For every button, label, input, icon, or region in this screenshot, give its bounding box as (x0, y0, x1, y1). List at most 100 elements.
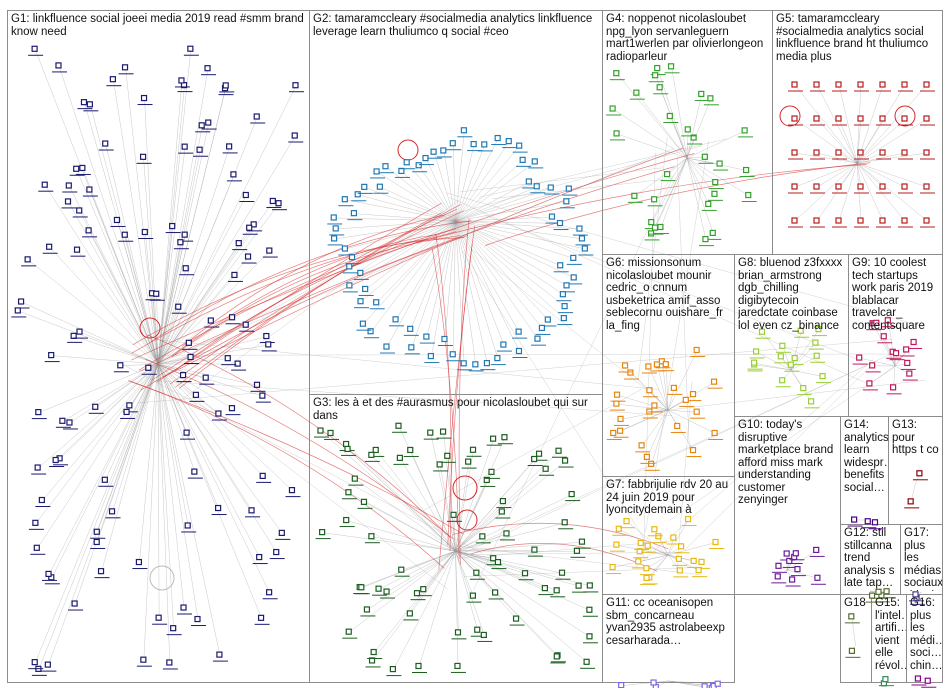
node-g1 (215, 410, 222, 417)
node-g1 (234, 360, 241, 367)
node-layer (11, 45, 937, 688)
node-g5 (813, 81, 820, 88)
edge (455, 550, 459, 633)
edge (423, 550, 456, 590)
node-g5 (835, 115, 842, 122)
edge (320, 430, 456, 552)
self-loop (894, 105, 916, 127)
edge (35, 363, 159, 524)
node-g2 (557, 262, 564, 269)
edge (455, 201, 567, 222)
edge (816, 84, 858, 164)
edge (616, 403, 669, 411)
edge (455, 220, 488, 364)
node-g10 (775, 562, 782, 569)
node-g2 (427, 352, 434, 360)
node-g6 (613, 391, 621, 398)
edge (145, 232, 159, 365)
node-g5 (835, 183, 842, 190)
edge (425, 158, 456, 222)
node-g5 (879, 115, 886, 122)
node-g8 (819, 373, 826, 380)
edge (157, 363, 264, 477)
inter-group-edge (171, 234, 437, 356)
node-g2 (556, 219, 564, 227)
edge (856, 152, 906, 164)
edge (662, 361, 669, 411)
edge (157, 85, 227, 365)
edge (621, 680, 669, 686)
node-g2 (373, 168, 380, 175)
edge (455, 161, 536, 222)
edge (790, 329, 820, 371)
node-g2 (560, 314, 567, 322)
node-g7 (615, 525, 622, 532)
node-g4 (711, 190, 718, 197)
node-g2 (383, 343, 390, 350)
node-g4 (657, 223, 664, 231)
edge (446, 192, 925, 328)
edge (51, 355, 159, 365)
edge (455, 550, 563, 574)
self-loop (139, 317, 161, 339)
edge (157, 80, 183, 365)
node-g5 (901, 217, 908, 224)
node-g9 (892, 350, 900, 357)
node-g1 (248, 507, 255, 514)
node-g2 (330, 214, 337, 221)
node-g1 (141, 228, 148, 236)
edge (473, 175, 675, 591)
node-g1 (275, 200, 282, 207)
node-g1 (108, 508, 116, 515)
node-g1 (101, 476, 108, 483)
node-g2 (332, 225, 339, 232)
node-g8 (787, 361, 794, 368)
edge (645, 141, 709, 532)
node-g3 (372, 446, 379, 454)
node-g2 (515, 347, 523, 355)
edge (418, 550, 456, 667)
node-g1 (235, 240, 242, 247)
edge (34, 49, 159, 365)
node-g1 (76, 207, 83, 214)
edge (859, 357, 896, 367)
self-loop (456, 509, 478, 531)
edge (443, 150, 456, 222)
edge (676, 156, 690, 450)
edge (455, 550, 558, 592)
node-g1 (242, 191, 249, 199)
edge (667, 409, 694, 451)
edge (686, 130, 746, 159)
edge (667, 409, 716, 434)
node-g16 (924, 677, 931, 684)
edge (667, 554, 700, 571)
edge (856, 118, 884, 164)
edge (157, 363, 293, 491)
node-g1 (135, 558, 143, 566)
edge (157, 268, 187, 365)
edge (455, 550, 517, 620)
edge (838, 162, 858, 222)
edge (884, 336, 896, 367)
edge (69, 185, 159, 365)
edge (157, 324, 247, 365)
edge (157, 363, 253, 511)
node-g1 (24, 256, 31, 263)
node-g14 (864, 518, 871, 525)
node-g1 (253, 381, 261, 388)
node-g5 (923, 217, 930, 224)
edge (455, 220, 543, 329)
edge (851, 616, 856, 646)
node-g7 (623, 518, 630, 525)
edge (157, 363, 188, 434)
node-g6 (627, 369, 634, 376)
node-g3 (503, 530, 510, 537)
node-g5 (813, 217, 820, 224)
node-g11 (618, 682, 625, 688)
inter-group-edge (145, 359, 454, 539)
node-g1 (269, 197, 276, 205)
edge (872, 323, 896, 367)
node-g3 (368, 533, 375, 540)
edge (42, 363, 159, 501)
node-g3 (479, 533, 486, 540)
